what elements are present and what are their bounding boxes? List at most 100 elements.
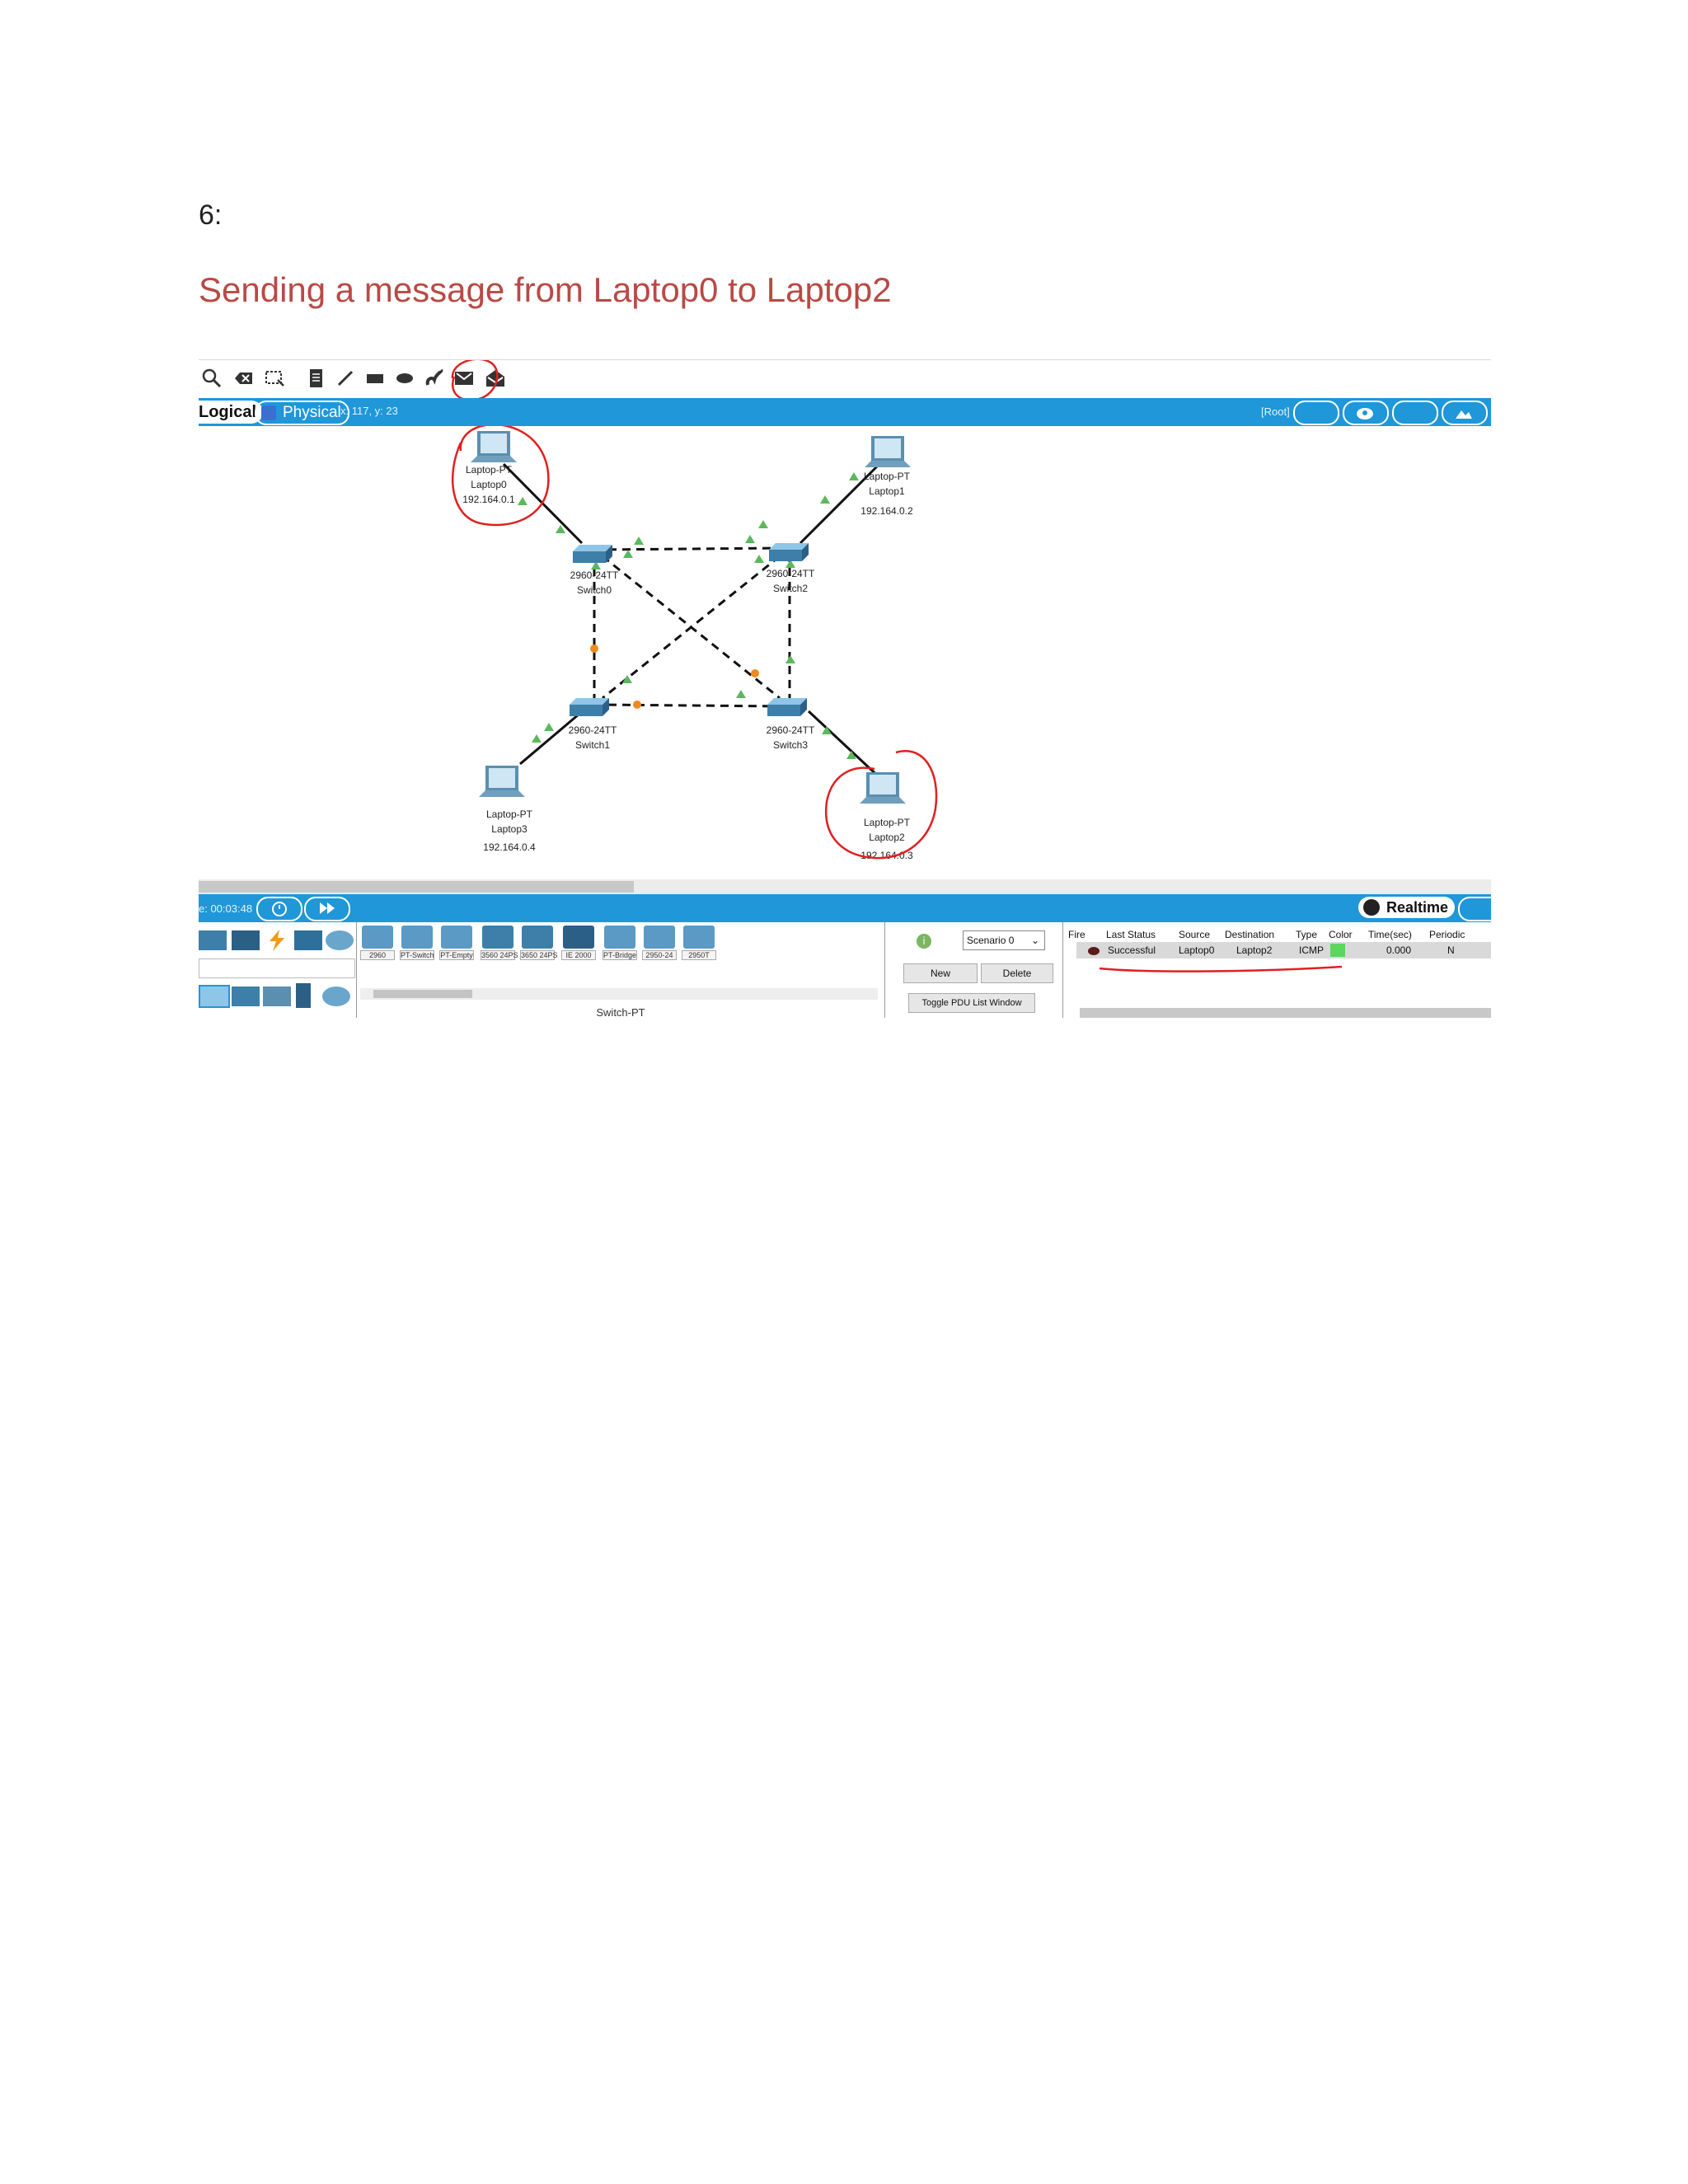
model-3560[interactable]: 3560 24PS [481, 926, 518, 962]
model-2960[interactable]: 2960 [360, 926, 395, 962]
delete-scenario-button[interactable]: Delete [981, 963, 1053, 983]
security-icon[interactable] [296, 983, 311, 1008]
toggle-pdu-list-button[interactable]: Toggle PDU List Window [908, 993, 1035, 1013]
device-label-laptop0: Laptop-PT Laptop0 192.164.0.1 [439, 462, 538, 507]
page-title: Sending a message from Laptop0 to Laptop… [199, 270, 892, 309]
selected-device-type: Switch-PT [596, 1006, 645, 1018]
note-icon[interactable] [302, 365, 329, 391]
column-header: Time(sec) [1368, 929, 1412, 940]
simulation-time: e: 00:03:48 [199, 902, 253, 915]
scenario-panel: i Scenario 0 ⌄ New Delete Toggle PDU List… [895, 922, 1060, 1018]
device-name: Switch1 [574, 739, 611, 751]
packet-tracer-screenshot: Logical Physical x: 117, y: 23 [Root] [199, 359, 1491, 1018]
scenario-select-value: Scenario 0 [967, 935, 1015, 946]
root-breadcrumb[interactable]: [Root] [1261, 405, 1290, 418]
landscape-icon [1456, 410, 1472, 419]
resize-icon[interactable] [261, 365, 288, 391]
model-caption: IE 2000 [561, 950, 596, 960]
link-switch0-switch2 [593, 546, 786, 551]
pdu-list-scrollbar[interactable] [1080, 1008, 1491, 1018]
scenario-select[interactable]: Scenario 0 ⌄ [963, 930, 1045, 950]
link-light-up [736, 690, 746, 698]
column-header: Fire [1068, 929, 1085, 940]
hubs-icon[interactable] [232, 987, 260, 1006]
device-type: 2960-24TT [766, 724, 815, 736]
device-name: Laptop3 [491, 823, 528, 835]
link-light-blocking [633, 701, 641, 709]
new-cluster-button[interactable] [1293, 401, 1339, 425]
model-pt-bridge[interactable]: PT-Bridge [603, 926, 637, 962]
heading-number: 6: [199, 199, 223, 231]
realtime-mode-button[interactable]: Realtime [1358, 897, 1456, 918]
end-devices-icon[interactable] [232, 930, 260, 950]
link-laptop1-switch2 [799, 459, 884, 545]
model-2950t[interactable]: 2950T [682, 926, 716, 962]
move-object-button[interactable] [1343, 401, 1389, 425]
laptop-icon[interactable] [477, 764, 527, 805]
ellipse-icon[interactable] [392, 365, 418, 391]
device-type: 2960-24TT [570, 569, 619, 581]
device-name: Laptop1 [869, 485, 905, 497]
device-name: Switch2 [772, 583, 809, 594]
workspace-scrollbar[interactable] [199, 879, 1491, 894]
switch-icon[interactable] [566, 695, 612, 719]
model-2950-24[interactable]: 2950-24 [642, 926, 677, 962]
power-cycle-button[interactable] [256, 897, 302, 921]
freeform-icon[interactable] [421, 365, 448, 391]
device-type: Laptop-PT [485, 808, 533, 820]
table-row[interactable] [1076, 942, 1491, 958]
device-search-field[interactable] [199, 958, 355, 978]
device-type: 2960-24TT [766, 568, 815, 579]
model-caption: 2950T [682, 950, 716, 960]
laptop-icon[interactable] [863, 434, 912, 476]
switches-icon[interactable] [199, 985, 230, 1008]
rectangle-icon[interactable] [362, 365, 388, 391]
tab-physical[interactable]: Physical [255, 401, 349, 425]
new-scenario-button[interactable]: New [903, 963, 978, 983]
clock-icon [1363, 899, 1380, 916]
wireless-devices-icon[interactable] [263, 987, 291, 1006]
column-header: Destination [1225, 929, 1275, 940]
link-light-up [591, 561, 601, 569]
chevron-down-icon: ⌄ [1030, 935, 1039, 946]
simulation-mode-button[interactable] [1458, 897, 1491, 921]
model-list-scrollbar[interactable] [360, 988, 878, 1000]
delete-icon[interactable] [230, 365, 256, 391]
network-devices-icon[interactable] [199, 930, 227, 950]
switch-icon[interactable] [570, 541, 616, 566]
model-3650[interactable]: 3650 24PS [520, 926, 558, 962]
fast-forward-button[interactable] [304, 897, 350, 921]
model-pt-switch[interactable]: PT-Switch [400, 926, 434, 962]
switch-icon[interactable] [766, 540, 812, 565]
scrollbar-thumb[interactable] [373, 990, 472, 998]
switch-icon[interactable] [764, 695, 810, 719]
tab-logical[interactable]: Logical [199, 401, 264, 424]
line-icon[interactable] [332, 365, 359, 391]
pdu-destination: Laptop2 [1236, 944, 1273, 956]
info-icon[interactable]: i [915, 932, 933, 950]
pdu-periodic: N [1447, 944, 1455, 956]
connections-icon[interactable] [265, 928, 289, 953]
viewport-button[interactable] [1442, 401, 1488, 425]
workspace-toolbar [199, 360, 1491, 401]
model-ie2000[interactable]: IE 2000 [561, 926, 596, 962]
device-label-laptop3: Laptop-PT Laptop3 192.164.0.4 [460, 807, 559, 855]
logical-workspace[interactable]: Laptop-PT Laptop0 192.164.0.1 Laptop-PT … [199, 426, 1491, 896]
components-icon[interactable] [294, 930, 322, 950]
device-label-switch0: 2960-24TT Switch0 [545, 568, 644, 598]
device-label-switch3: 2960-24TT Switch3 [741, 723, 840, 752]
misc-icon[interactable] [326, 930, 354, 950]
add-simple-pdu-icon[interactable] [451, 365, 477, 391]
search-icon[interactable] [199, 365, 225, 391]
model-pt-empty[interactable]: PT-Empty [439, 926, 474, 962]
column-header: Type [1296, 929, 1318, 940]
fire-indicator-icon[interactable] [1088, 947, 1100, 955]
scrollbar-thumb[interactable] [199, 881, 634, 893]
fast-forward-icon [320, 902, 335, 914]
set-tiled-background-button[interactable] [1392, 401, 1438, 425]
device-label-laptop2: Laptop-PT Laptop2 192.164.0.3 [837, 815, 936, 863]
wan-emulation-icon[interactable] [322, 987, 350, 1006]
svg-text:i: i [922, 935, 925, 947]
laptop-icon[interactable] [858, 771, 907, 812]
cursor-coordinates: x: 117, y: 23 [340, 405, 398, 417]
